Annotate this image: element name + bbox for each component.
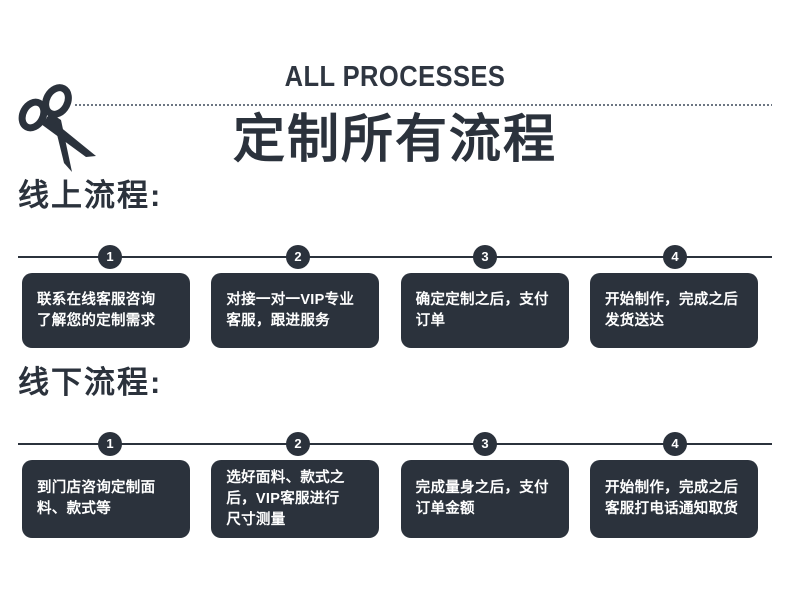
step-card-list-online: 联系在线客服咨询 了解您的定制需求 对接一对一VIP专业 客服，跟进服务 确定定… bbox=[22, 273, 758, 348]
section-heading-offline: 线下流程: bbox=[18, 365, 163, 400]
step-card-text: 确定定制之后，支付 订单 bbox=[415, 291, 549, 329]
step-card-text: 开始制作，完成之后 客服打电话通知取货 bbox=[604, 480, 739, 517]
step-card-list-offline: 到门店咨询定制面 料、款式等 选好面料、款式之 后，VIP客服进行 尺寸测量 完… bbox=[22, 460, 758, 538]
step-badge-1: 1 bbox=[98, 432, 122, 456]
step-card: 对接一对一VIP专业 客服，跟进服务 bbox=[211, 273, 380, 348]
timeline-offline: 1 2 3 4 bbox=[18, 432, 772, 456]
step-badge-3: 3 bbox=[473, 245, 497, 269]
step-card-text: 完成量身之后，支付 订单金额 bbox=[415, 480, 549, 517]
step-card: 选好面料、款式之 后，VIP客服进行 尺寸测量 bbox=[211, 460, 380, 538]
step-card-text: 对接一对一VIP专业 客服，跟进服务 bbox=[226, 291, 355, 329]
step-card: 开始制作，完成之后 客服打电话通知取货 bbox=[589, 460, 758, 538]
section-heading-online: 线上流程: bbox=[18, 178, 163, 213]
step-badge-2: 2 bbox=[286, 432, 310, 456]
step-badge-4: 4 bbox=[663, 432, 687, 456]
timeline-line bbox=[18, 443, 772, 445]
page-header: ALL PROCESSES 定制所有流程 bbox=[0, 0, 790, 175]
step-card-text: 到门店咨询定制面 料、款式等 bbox=[37, 480, 156, 517]
step-card-text: 选好面料、款式之 后，VIP客服进行 尺寸测量 bbox=[226, 469, 345, 528]
header-divider bbox=[75, 104, 772, 106]
timeline-online: 1 2 3 4 bbox=[18, 245, 772, 269]
step-card: 完成量身之后，支付 订单金额 bbox=[400, 460, 569, 538]
step-badge-2: 2 bbox=[286, 245, 310, 269]
step-card: 到门店咨询定制面 料、款式等 bbox=[22, 460, 190, 538]
page-title-cn: 定制所有流程 bbox=[232, 111, 557, 169]
step-card: 联系在线客服咨询 了解您的定制需求 bbox=[22, 273, 190, 348]
step-card: 确定定制之后，支付 订单 bbox=[400, 273, 569, 348]
step-card: 开始制作，完成之后 发货送达 bbox=[589, 273, 758, 348]
step-card-text: 开始制作，完成之后 发货送达 bbox=[604, 291, 739, 329]
step-badge-3: 3 bbox=[473, 432, 497, 456]
step-badge-1: 1 bbox=[98, 245, 122, 269]
page-title-en: ALL PROCESSES bbox=[284, 61, 506, 93]
step-badge-4: 4 bbox=[663, 245, 687, 269]
timeline-line bbox=[18, 256, 772, 258]
step-card-text: 联系在线客服咨询 了解您的定制需求 bbox=[37, 291, 156, 329]
scissors-icon bbox=[8, 84, 108, 174]
